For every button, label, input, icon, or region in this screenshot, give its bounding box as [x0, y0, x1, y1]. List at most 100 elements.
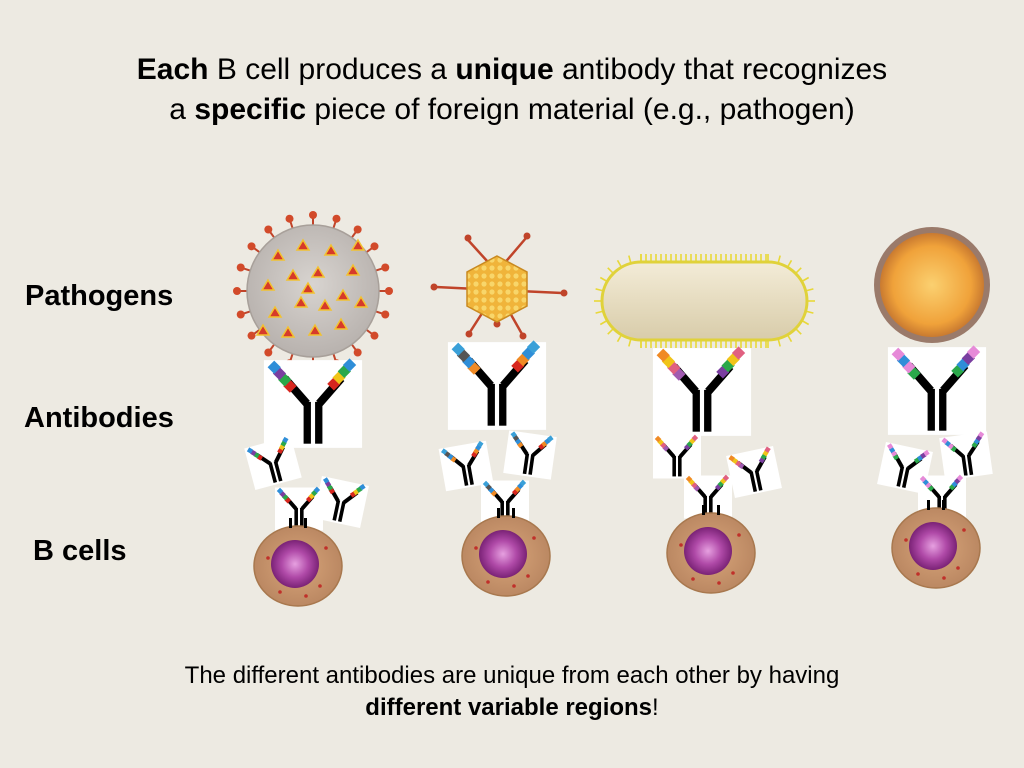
b-cell-granule — [916, 572, 920, 576]
virus-spike-tip — [264, 225, 273, 234]
title-emphasis-unique: unique — [455, 53, 554, 86]
b-cell-icon — [253, 518, 343, 607]
antibody-variable-region — [547, 435, 554, 442]
large-antibody-icon — [652, 346, 752, 436]
b-cell-nucleus — [909, 522, 957, 570]
title-line-1: Each B cell produces a unique antibody t… — [0, 50, 1024, 90]
b-cell-icon — [666, 505, 756, 594]
small-antibody-icon — [503, 430, 557, 480]
antibody-variable-region — [322, 477, 330, 484]
virus-spike-tip — [247, 331, 256, 340]
antibody-variable-region — [477, 440, 484, 448]
membrane-antibody-stem — [512, 508, 515, 518]
antibody-heavy-chain — [692, 389, 700, 432]
virus-protein-marker — [307, 323, 323, 336]
virus-spike-tip — [236, 263, 245, 272]
cell-interior — [880, 233, 984, 337]
antibody-variable-region — [977, 431, 985, 438]
small-antibody-icon — [438, 440, 494, 492]
virus-protein-marker — [317, 298, 333, 311]
bacterium-body — [600, 260, 809, 342]
virus-protein-marker — [293, 295, 309, 308]
antibody-variable-region — [359, 483, 366, 491]
membrane-antibody-stem — [702, 505, 705, 515]
virus-protein-marker — [323, 243, 339, 256]
antibody-heavy-chain — [487, 383, 495, 426]
antibody-heavy-chain — [939, 388, 947, 431]
antibody-variable-region — [886, 443, 894, 450]
pathogens-label: Pathogens — [25, 280, 174, 312]
b-cell-nucleus — [271, 540, 319, 588]
virus-spike-tip — [381, 310, 390, 319]
phage-head — [466, 255, 528, 323]
virus-protein-marker — [353, 295, 369, 308]
virus-protein-marker — [260, 278, 276, 291]
virus-protein-marker — [350, 238, 366, 251]
b-cell-icon — [461, 508, 551, 597]
b-cell-granule — [679, 543, 683, 547]
antibodies-label: Antibodies — [24, 402, 174, 434]
antibody-heavy-chain — [709, 495, 713, 517]
footer-emphasis: different variable regions — [365, 694, 653, 721]
antibody-heavy-chain — [461, 465, 469, 486]
antibody-heavy-chain — [927, 388, 935, 431]
antibody-heavy-chain — [896, 466, 905, 487]
spiky-virus-icon — [233, 211, 393, 371]
antibody-heavy-chain — [522, 453, 530, 475]
virus-spike-tip — [285, 214, 294, 223]
antibody-variable-region — [941, 437, 948, 445]
virus-protein-marker — [255, 323, 271, 336]
b-cell-granule — [962, 528, 966, 532]
antibody-heavy-chain — [901, 467, 910, 488]
small-antibody-icon — [313, 476, 369, 528]
small-antibody-icon — [274, 486, 324, 531]
antibody-heavy-chain — [966, 454, 974, 476]
title-line-2: a specific piece of foreign material (e.… — [0, 90, 1024, 130]
antibody-heavy-chain — [300, 507, 304, 529]
b-cell-granule — [512, 584, 516, 588]
antibody-variable-region — [923, 449, 930, 457]
antibody-heavy-chain — [337, 501, 346, 522]
small-antibody-icon — [683, 474, 733, 519]
virus-protein-marker — [270, 248, 286, 261]
membrane-antibody-stem — [927, 500, 930, 510]
antibody-heavy-chain — [303, 401, 311, 444]
virus-protein-marker — [310, 265, 326, 278]
virus-spike-tip — [353, 225, 362, 234]
bacteriophage-icon — [430, 232, 568, 340]
b-cell-granule — [532, 536, 536, 540]
antibody-heavy-chain — [749, 471, 758, 492]
membrane-antibody-stem — [717, 505, 720, 515]
antibody-card — [438, 440, 494, 492]
b-cell-granule — [942, 576, 946, 580]
membrane-antibody-stem — [942, 500, 945, 510]
b-cell-granule — [526, 574, 530, 578]
antibody-heavy-chain — [315, 401, 323, 444]
large-antibody-icon — [887, 345, 987, 435]
membrane-antibody-stem — [289, 518, 292, 528]
small-antibody-icon — [652, 434, 702, 479]
b-cell-nucleus — [479, 530, 527, 578]
virus-protein-marker — [345, 263, 361, 276]
virus-protein-marker — [295, 238, 311, 251]
antibody-variable-region — [728, 455, 735, 462]
b-cell-layer — [253, 500, 981, 607]
rod-bacterium-icon — [594, 254, 815, 348]
antibody-heavy-chain — [499, 383, 507, 426]
antibody-heavy-chain — [268, 462, 278, 483]
title-text: a — [169, 93, 195, 126]
antibody-heavy-chain — [937, 495, 941, 517]
antibody-heavy-chain — [500, 500, 504, 522]
small-antibody-icon — [939, 431, 993, 481]
antibody-heavy-chain — [332, 500, 341, 521]
footer-line-2: different variable regions! — [0, 692, 1024, 724]
virus-spike-tip — [264, 348, 273, 357]
b-cell-granule — [304, 594, 308, 598]
virus-protein-marker — [280, 325, 296, 338]
large-antibody-icon — [263, 358, 363, 448]
footer-note: The different antibodies are unique from… — [0, 660, 1024, 724]
footer-punct: ! — [652, 694, 659, 721]
antibody-heavy-chain — [528, 454, 535, 475]
virus-spike-tip — [332, 214, 341, 223]
virus-protein-marker — [335, 288, 351, 301]
